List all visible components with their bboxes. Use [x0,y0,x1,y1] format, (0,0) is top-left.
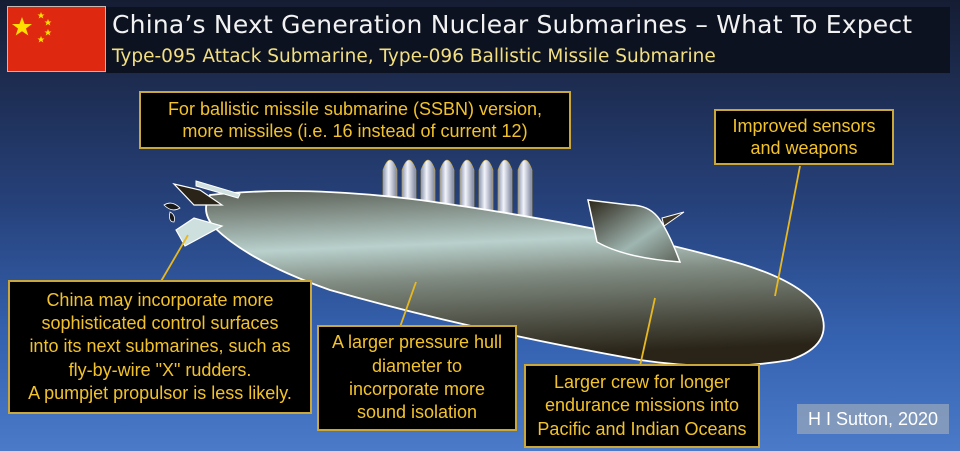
page-title: China’s Next Generation Nuclear Submarin… [112,10,913,39]
large-star-icon [12,17,32,36]
page-subtitle: Type-095 Attack Submarine, Type-096 Ball… [112,46,716,67]
missile-tubes [382,159,533,222]
leader-lines [159,165,801,367]
china-flag [7,6,106,72]
submarine-hull [205,190,825,367]
author-credit: H I Sutton, 2020 [797,404,949,434]
callout-sensors: Improved sensors and weapons [714,109,894,165]
callout-control-surfaces: China may incorporate more sophisticated… [8,280,312,414]
lower-rudder [175,217,224,247]
propeller [163,202,181,223]
title-bar [106,7,950,73]
upper-rudder [172,182,224,206]
callout-crew: Larger crew for longer endurance mission… [524,364,760,448]
callout-missiles: For ballistic missile submarine (SSBN) v… [139,91,571,149]
callout-pressure-hull: A larger pressure hull diameter to incor… [317,325,517,431]
submarine-sail [587,199,682,263]
